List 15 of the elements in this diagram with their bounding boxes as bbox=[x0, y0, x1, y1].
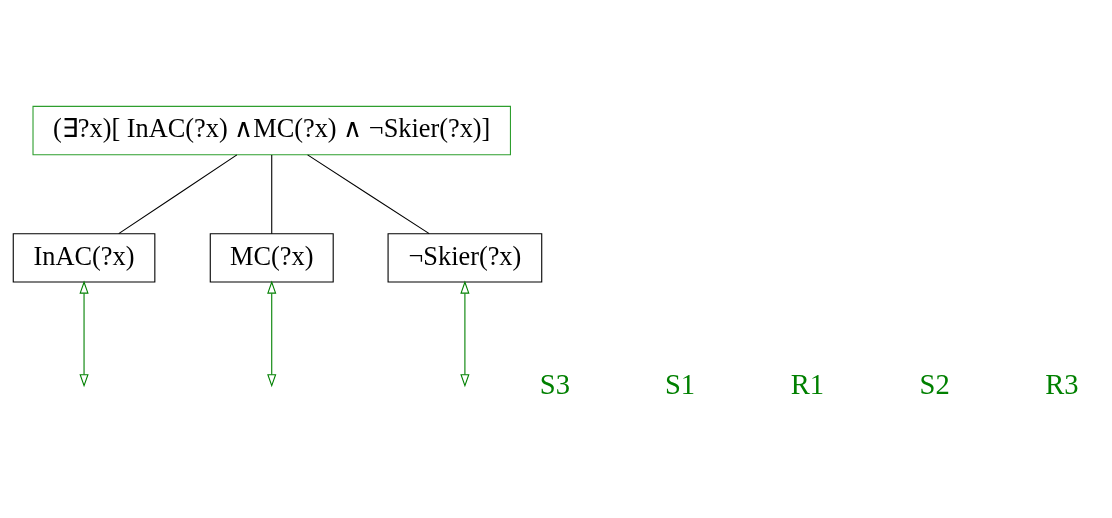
node-box: ¬Skier(?x) bbox=[387, 232, 543, 283]
node-box: InAC(?x) bbox=[12, 232, 156, 283]
label: S1 bbox=[664, 368, 696, 400]
node-box: MC(?x) bbox=[209, 232, 334, 283]
arrow bbox=[460, 280, 470, 387]
node-box: (∃?x)[ InAC(?x) ∧MC(?x) ∧ ¬Skier(?x)] bbox=[32, 105, 511, 155]
label: S2 bbox=[919, 368, 950, 400]
connector bbox=[118, 153, 238, 234]
label: S3 bbox=[539, 368, 570, 400]
connector bbox=[271, 153, 273, 234]
connector bbox=[307, 153, 430, 234]
arrow bbox=[79, 280, 89, 387]
arrow bbox=[267, 280, 277, 387]
label: R1 bbox=[790, 368, 824, 400]
label: R3 bbox=[1045, 368, 1079, 400]
